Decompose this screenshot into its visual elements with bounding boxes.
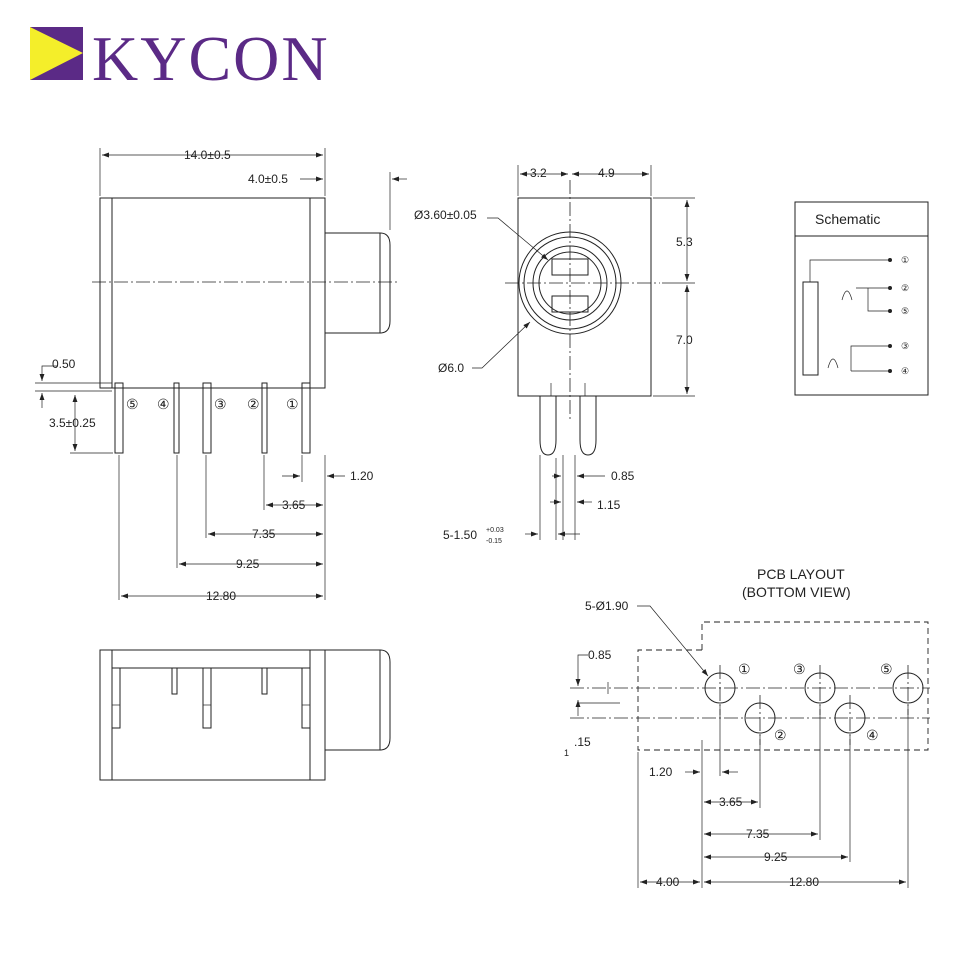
top-view — [99, 649, 391, 781]
pcb-hole-5 — [892, 672, 924, 704]
side-pin — [579, 396, 597, 456]
logo-mark-yellow — [30, 27, 83, 80]
kycon-logo: KYCON — [30, 23, 330, 94]
schematic-sleeve — [802, 281, 819, 376]
pcb-hole-1 — [704, 672, 736, 704]
top-pin — [261, 667, 268, 695]
dim-3-65: 3.65 — [282, 498, 306, 512]
top-pin — [301, 667, 311, 729]
top-plug — [324, 649, 381, 751]
dim-12-80: 12.80 — [789, 875, 819, 889]
dim-pin-width: 5-1.50 — [443, 528, 477, 542]
dim-3-2: 3.2 — [530, 166, 547, 180]
pcb-subtitle: (BOTTOM VIEW) — [742, 584, 851, 600]
jack-hole — [538, 251, 602, 315]
dim-1-15: .15 — [574, 735, 591, 749]
pin — [114, 382, 124, 454]
front-plug-tip — [379, 232, 391, 334]
pcb-hole-3 — [804, 672, 836, 704]
pcb-hole-2 — [744, 702, 776, 734]
dim-hole-count: 5-Ø1.90 — [585, 599, 629, 613]
pin — [261, 382, 268, 454]
pcb-outline — [637, 621, 929, 751]
pin-label: ② — [247, 396, 260, 412]
front-view: ⑤ ④ ③ ② ① 14.0±0.5 4.0±0.5 0.50 3.5±0.25… — [35, 148, 407, 603]
pcb-pin-label: ④ — [866, 727, 879, 743]
front-body — [99, 197, 326, 389]
pin — [301, 382, 311, 454]
side-pin — [539, 396, 557, 456]
side-body — [517, 197, 652, 397]
dim-9-25: 9.25 — [764, 850, 788, 864]
dim-offset: 0.50 — [52, 357, 76, 371]
dim-1-20: 1.20 — [350, 469, 374, 483]
pin-label: ① — [286, 396, 299, 412]
pcb-pin-label: ③ — [793, 661, 806, 677]
pcb-layout: PCB LAYOUT (BOTTOM VIEW) ① ③ ⑤ ② ④ 5-Ø1.… — [564, 566, 930, 889]
dim-9-25: 9.25 — [236, 557, 260, 571]
pcb-pin-label: ⑤ — [880, 661, 893, 677]
dim-overall-length: 14.0±0.5 — [184, 148, 231, 162]
pin — [202, 382, 212, 454]
dim-inner-diameter: Ø3.60±0.05 — [414, 208, 477, 222]
logo-text: KYCON — [92, 23, 330, 94]
dim-1-15: 1.15 — [597, 498, 621, 512]
dim-0-85: 0.85 — [611, 469, 635, 483]
schematic-pin: ④ — [901, 366, 909, 376]
pin-label: ④ — [157, 396, 170, 412]
pin-label: ⑤ — [126, 396, 139, 412]
dim-1-15-prefix: 1 — [564, 748, 569, 758]
pcb-pin-label: ① — [738, 661, 751, 677]
pcb-pin-label: ② — [774, 727, 787, 743]
dim-3-65: 3.65 — [719, 795, 743, 809]
schematic-pin: ① — [901, 255, 909, 265]
top-body — [99, 649, 326, 781]
schematic-box: Schematic ① ② ⑤ ③ ④ — [794, 201, 929, 396]
dim-pin-length: 3.5±0.25 — [49, 416, 96, 430]
schematic-pin: ② — [901, 283, 909, 293]
dim-outer-diameter: Ø6.0 — [438, 361, 464, 375]
front-plug — [324, 232, 381, 334]
dim-5-3: 5.3 — [676, 235, 693, 249]
top-pin — [171, 667, 178, 695]
dim-1-20: 1.20 — [649, 765, 673, 779]
schematic-title: Schematic — [815, 211, 880, 227]
dim-12-80: 12.80 — [206, 589, 236, 603]
top-pin — [111, 667, 121, 729]
schematic-pin: ③ — [901, 341, 909, 351]
pin — [173, 382, 180, 454]
dim-plug-length: 4.0±0.5 — [248, 172, 288, 186]
pcb-title: PCB LAYOUT — [757, 566, 845, 582]
dim-7-35: 7.35 — [252, 527, 276, 541]
tol-plus: +0.03 — [486, 527, 504, 534]
pin-label: ③ — [214, 396, 227, 412]
tol-minus: -0.15 — [486, 538, 502, 545]
dim-4-00: 4.00 — [656, 875, 680, 889]
dim-0-85: 0.85 — [588, 648, 612, 662]
side-view: 3.2 4.9 5.3 7.0 Ø3.60±0.05 Ø6.0 0.85 1.1… — [414, 165, 695, 545]
pcb-hole-4 — [834, 702, 866, 734]
schematic-pin: ⑤ — [901, 306, 909, 316]
dim-7-35: 7.35 — [746, 827, 770, 841]
dim-7-0: 7.0 — [676, 333, 693, 347]
front-pins — [114, 382, 311, 454]
top-pin — [202, 667, 212, 729]
schematic-frame — [794, 201, 929, 396]
dim-4-9: 4.9 — [598, 166, 615, 180]
